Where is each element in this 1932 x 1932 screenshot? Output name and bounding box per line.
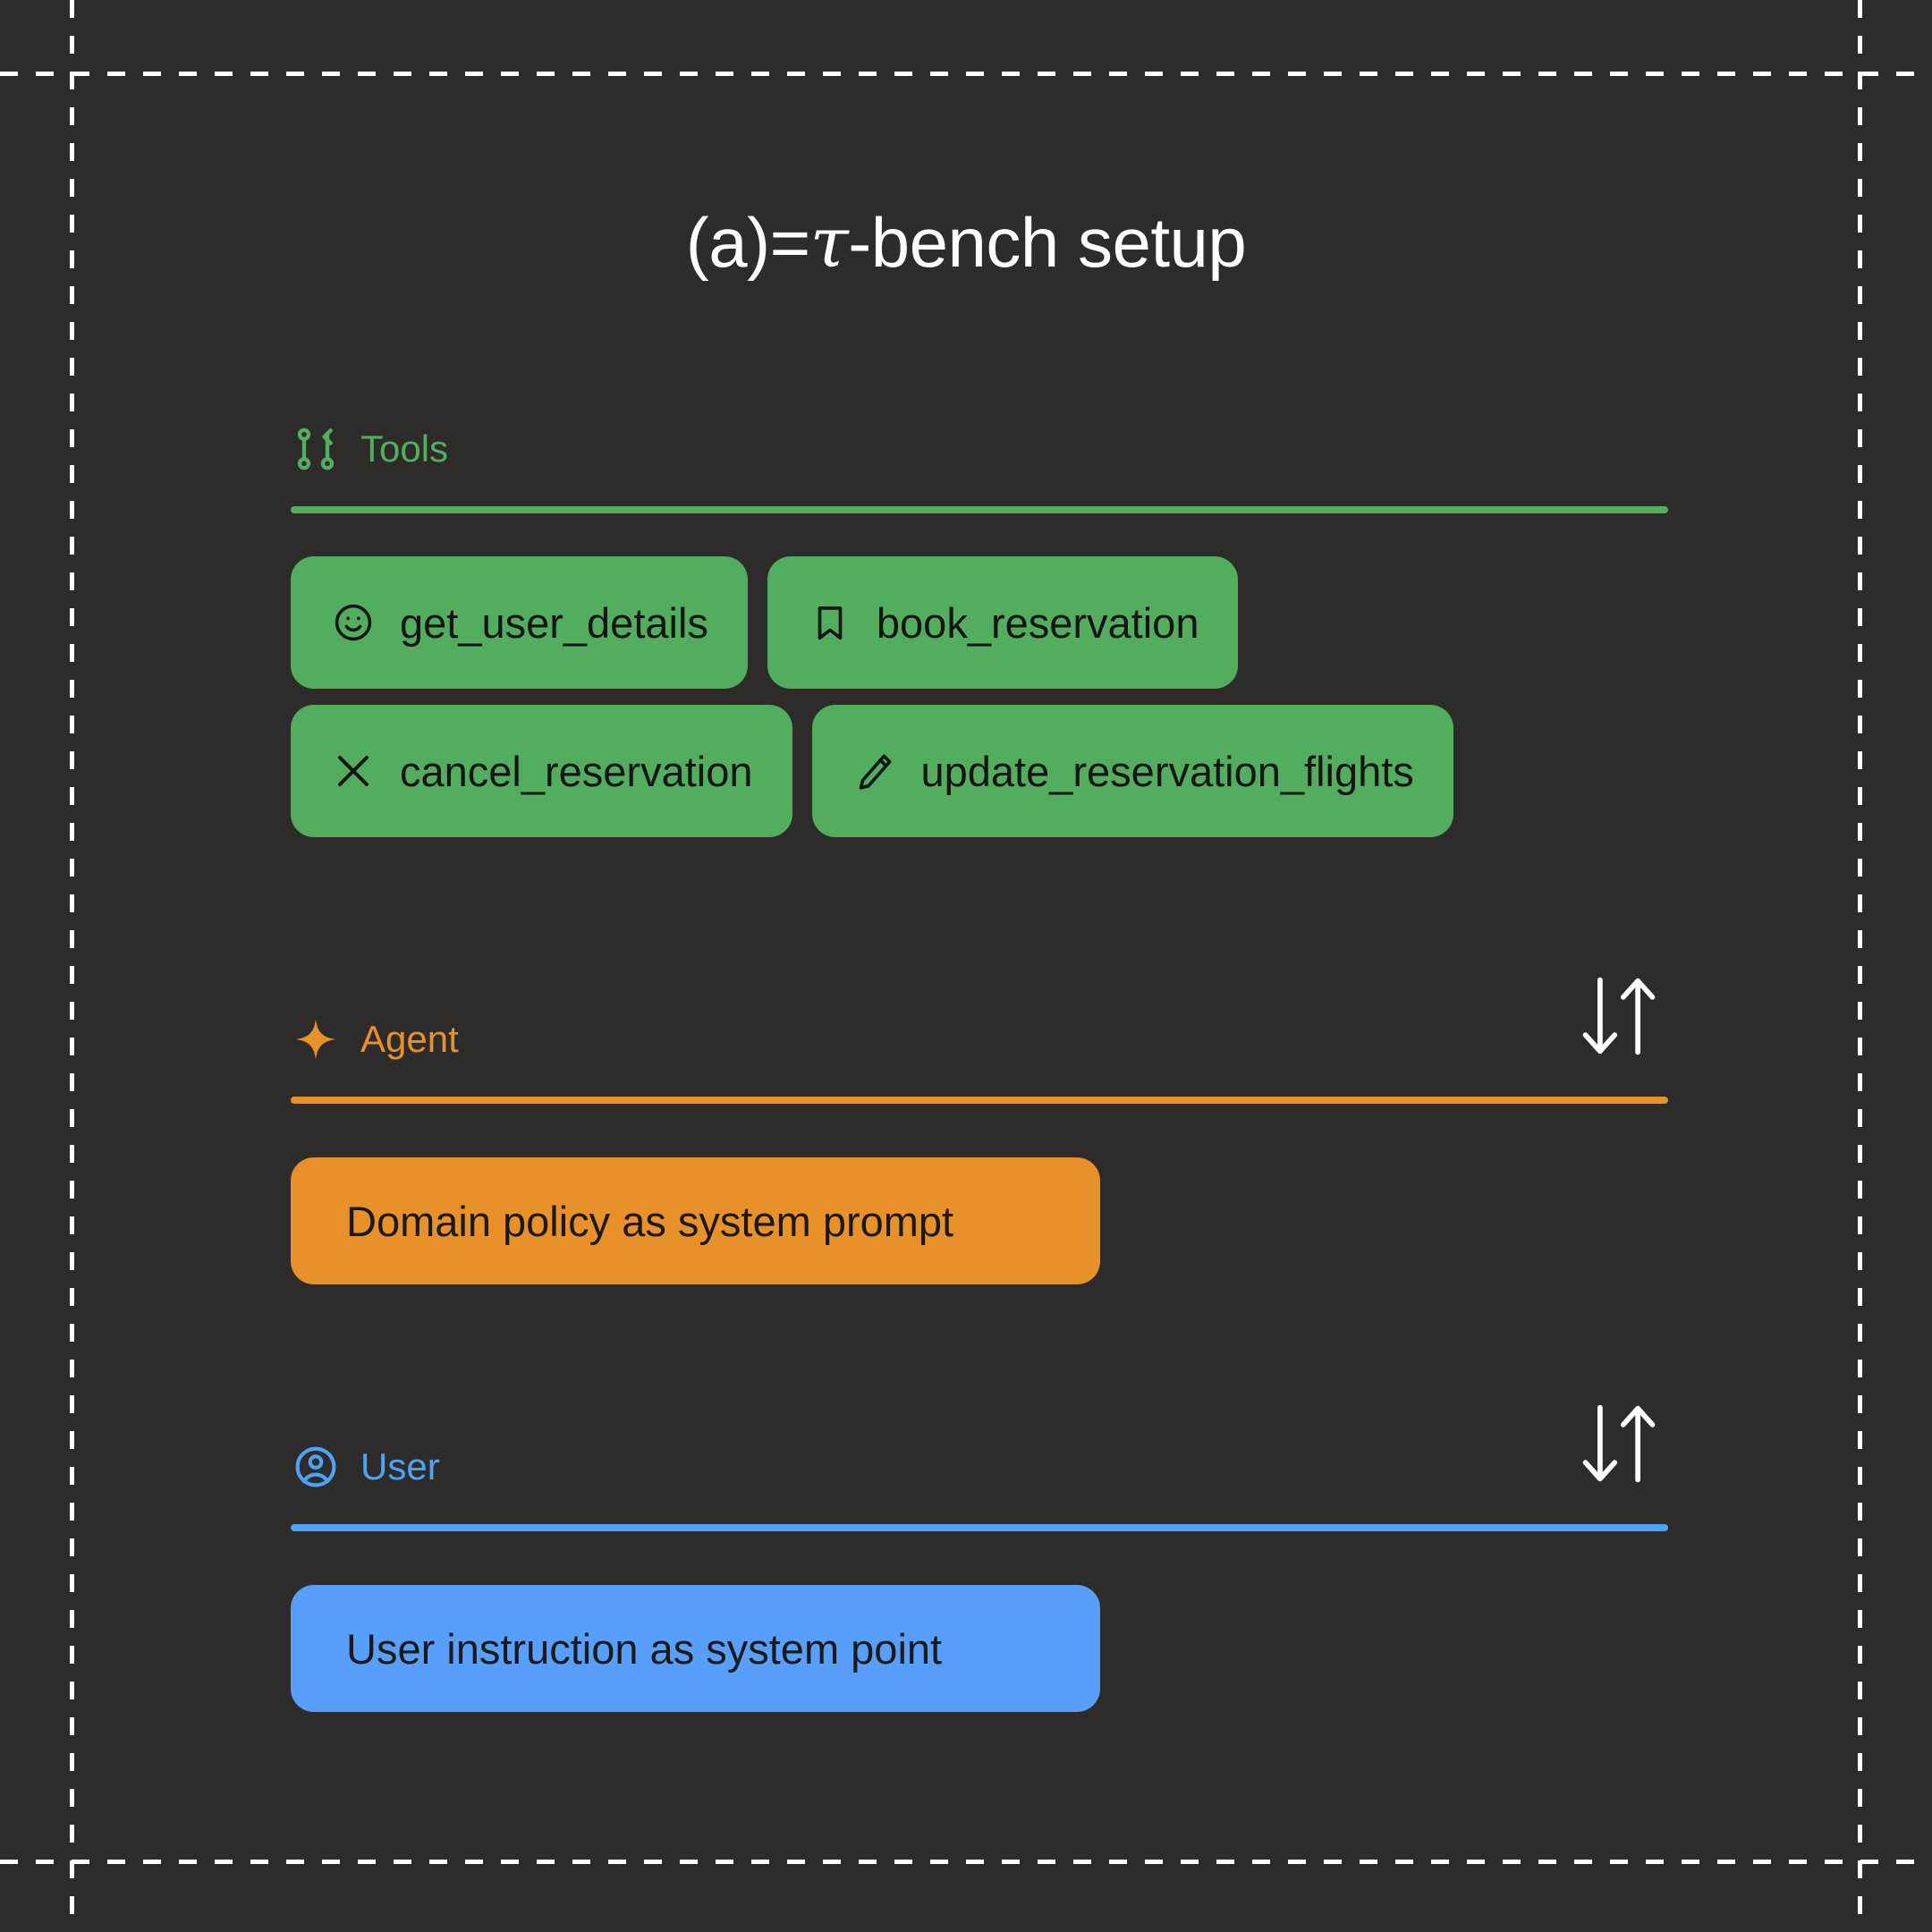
user-section: User User instruction as system point bbox=[291, 1404, 1668, 1712]
close-x-icon bbox=[330, 748, 377, 794]
page-title-prefix: (a)= bbox=[685, 203, 810, 282]
crop-guide-bottom bbox=[0, 1860, 1932, 1864]
tools-pill-row: cancel_reservation update_reservation_fl… bbox=[291, 705, 1668, 837]
tools-section: Tools get_user_details bbox=[291, 420, 1668, 853]
agent-section-header: Agent bbox=[291, 977, 1668, 1068]
crop-guide-top bbox=[0, 72, 1932, 76]
smiley-face-icon bbox=[330, 599, 377, 646]
agent-divider bbox=[291, 1097, 1668, 1104]
user-divider bbox=[291, 1524, 1668, 1531]
user-instruction-label: User instruction as system point bbox=[346, 1624, 943, 1673]
tools-section-header: Tools bbox=[291, 420, 1668, 478]
account-circle-icon bbox=[291, 1442, 341, 1492]
sparkle-star-icon bbox=[291, 1014, 341, 1064]
tool-pill-book-reservation[interactable]: book_reservation bbox=[767, 556, 1239, 689]
tool-pill-label: update_reservation_flights bbox=[920, 747, 1414, 795]
down-up-arrows-icon bbox=[1570, 973, 1668, 1059]
page-title: (a)=τ-bench setup bbox=[0, 208, 1932, 278]
git-pull-request-icon bbox=[291, 424, 341, 474]
crop-guide-left bbox=[70, 0, 74, 1932]
tools-pill-list: get_user_details book_reservation bbox=[291, 556, 1668, 837]
page-title-suffix: -bench setup bbox=[848, 203, 1247, 282]
tool-pill-label: book_reservation bbox=[876, 598, 1199, 647]
user-section-label: User bbox=[360, 1445, 440, 1487]
tool-pill-cancel-reservation[interactable]: cancel_reservation bbox=[291, 705, 792, 837]
down-up-arrows-icon bbox=[1570, 1401, 1668, 1487]
user-section-header: User bbox=[291, 1404, 1668, 1496]
tools-pill-row: get_user_details book_reservation bbox=[291, 556, 1668, 689]
tool-pill-update-reservation-flights[interactable]: update_reservation_flights bbox=[811, 705, 1453, 837]
tool-pill-label: get_user_details bbox=[400, 598, 708, 647]
crop-guide-right bbox=[1858, 0, 1862, 1932]
tools-divider bbox=[291, 506, 1668, 513]
tool-pill-label: cancel_reservation bbox=[400, 747, 753, 795]
tools-section-label: Tools bbox=[360, 428, 449, 470]
agent-system-prompt-block[interactable]: Domain policy as system prompt bbox=[291, 1157, 1100, 1284]
agent-section-label: Agent bbox=[360, 1018, 459, 1060]
user-instruction-block[interactable]: User instruction as system point bbox=[291, 1585, 1100, 1712]
agent-system-prompt-label: Domain policy as system prompt bbox=[346, 1197, 954, 1245]
bookmark-icon bbox=[807, 599, 853, 646]
tool-pill-get-user-details[interactable]: get_user_details bbox=[291, 556, 748, 689]
page-title-tau-symbol: τ bbox=[809, 203, 849, 284]
pencil-edit-icon bbox=[852, 748, 898, 794]
agent-section: Agent Domain policy as system prompt bbox=[291, 977, 1668, 1284]
